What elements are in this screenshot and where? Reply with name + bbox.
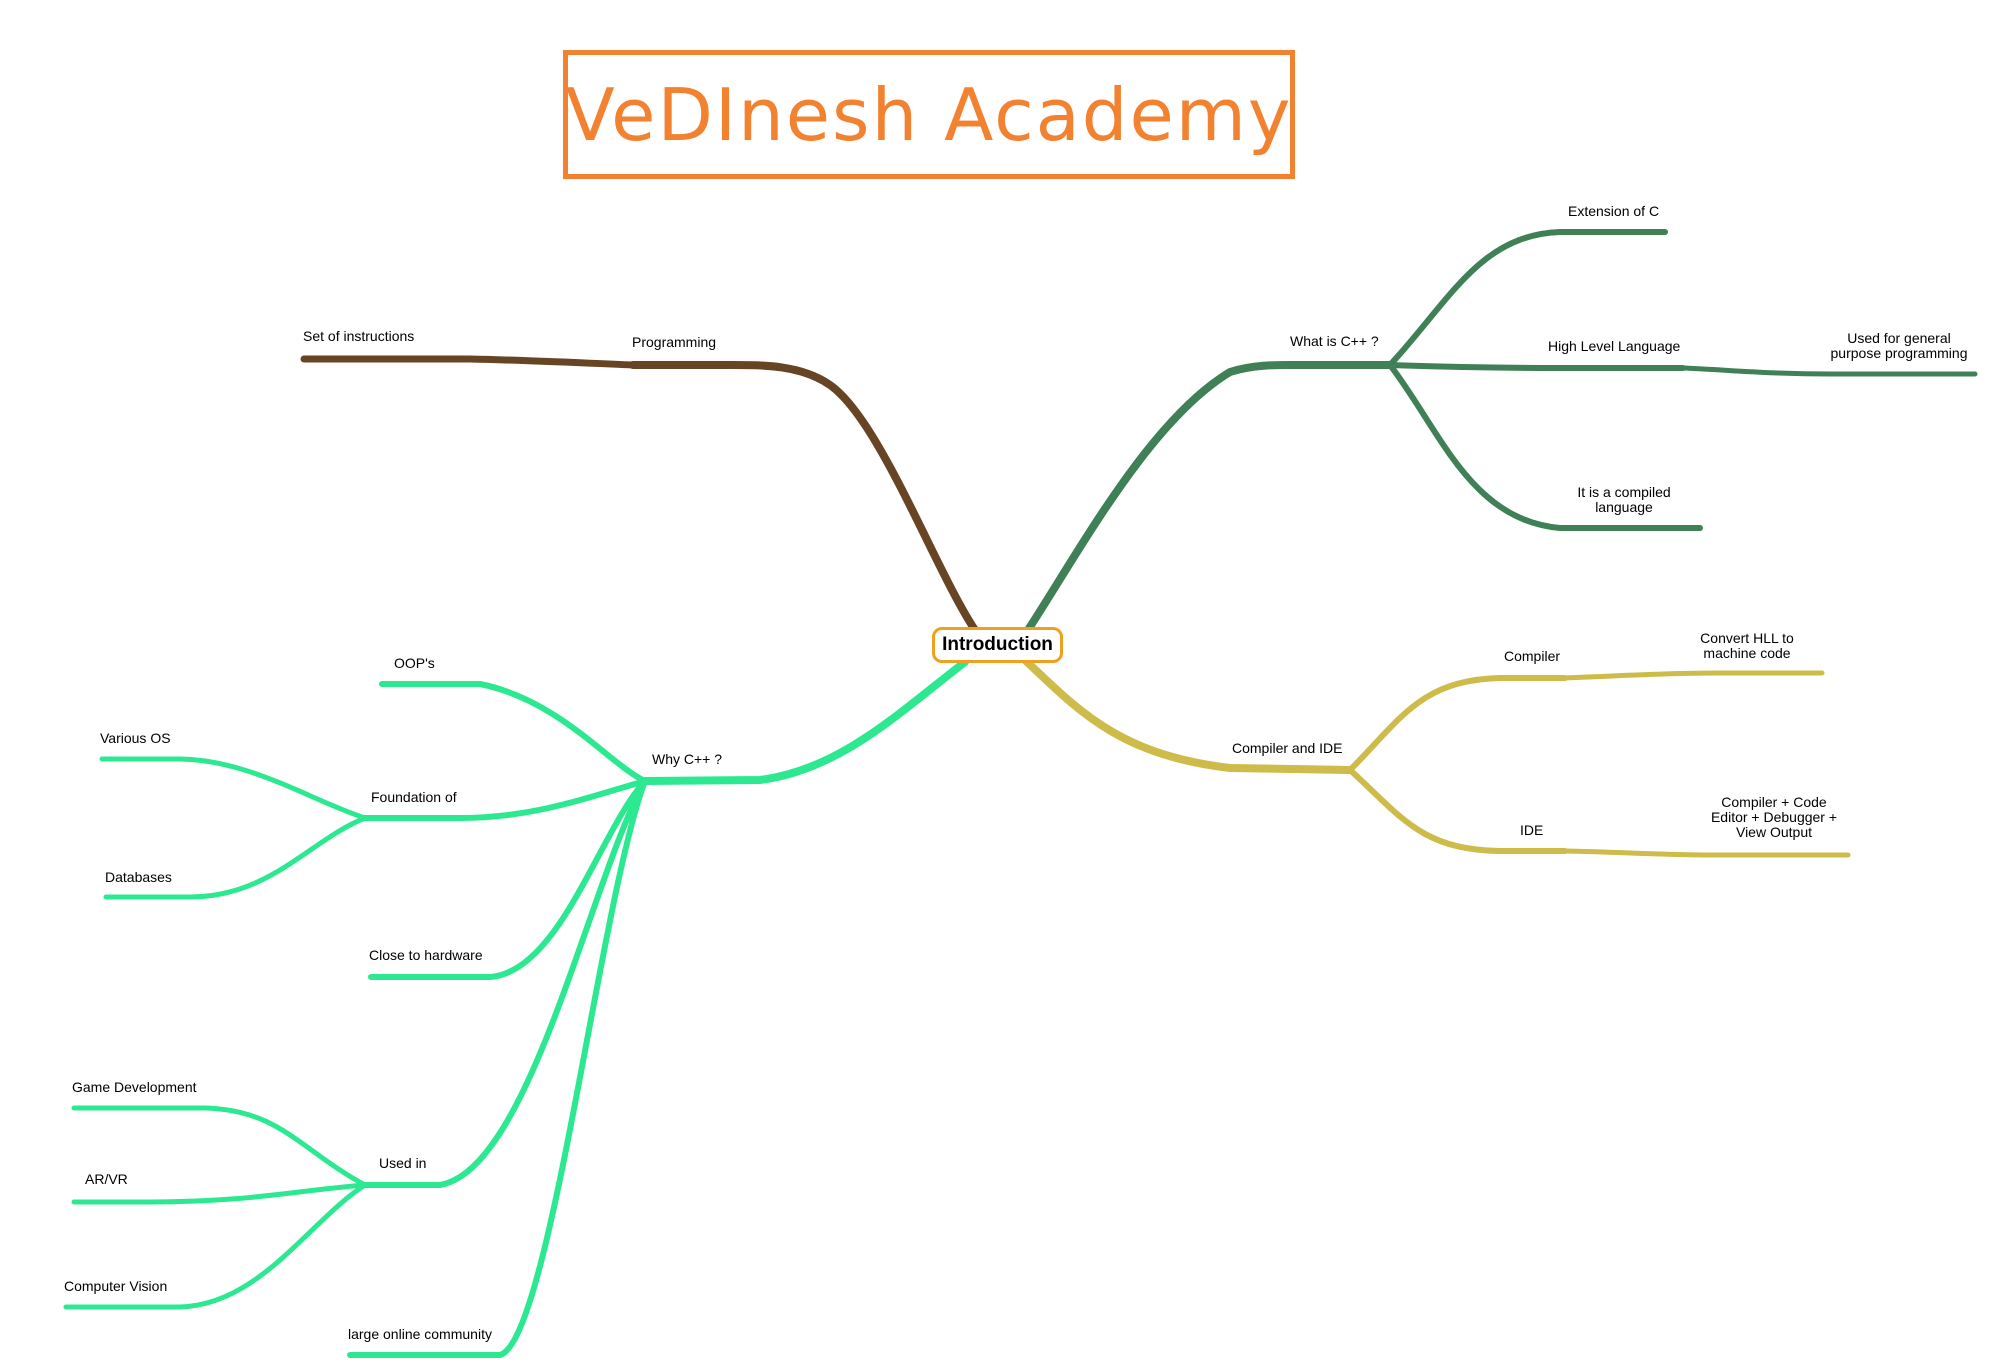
node-ide-description[interactable]: Compiler + Code Editor + Debugger + View… [1692,795,1856,840]
edge-why-usedin [362,778,648,1188]
title-text: VeDInesh Academy [565,72,1293,157]
edge-whatis-compiled [1387,362,1703,531]
edge-highlevel-generalpurpose [1680,365,1978,377]
edge-compiler-convert [1562,670,1825,681]
node-used-in[interactable]: Used in [379,1155,427,1171]
edge-whatis-highlevel [1387,362,1686,371]
node-ide-desc-line-3: View Output [1735,824,1812,840]
node-ide-desc-line-2: Editor + Debugger + [1710,809,1838,825]
node-why-cpp[interactable]: Why C++ ? [652,751,723,767]
edge-usedin-cv [63,1182,368,1310]
branch-compiler-ide [1021,656,1851,858]
edge-center-why [641,658,969,785]
node-general-purpose[interactable]: Used for general purpose programming [1818,331,1980,361]
node-various-os[interactable]: Various OS [100,730,171,746]
node-high-level-language[interactable]: High Level Language [1548,338,1681,354]
edge-usedin-arvr [71,1182,368,1205]
node-large-online-community[interactable]: large online community [348,1326,492,1342]
node-databases[interactable]: Databases [105,869,172,885]
edge-compileride-ide [1347,767,1568,854]
node-game-development[interactable]: Game Development [72,1079,197,1095]
edge-programming-instructions [300,355,637,369]
branch-why-cpp [63,658,969,1358]
node-general-purpose-line-1: Used for general [1847,330,1951,346]
branch-programming [300,355,979,634]
node-compiler[interactable]: Compiler [1504,648,1561,664]
node-what-is-cpp[interactable]: What is C++ ? [1290,333,1379,349]
branch-what-is-cpp [1024,229,1978,634]
node-general-purpose-line-2: purpose programming [1830,345,1968,361]
node-compiled-line-1: It is a compiled [1577,484,1671,500]
node-compiled-line-2: language [1595,499,1653,515]
node-foundation-of[interactable]: Foundation of [371,789,457,805]
node-convert-hll[interactable]: Convert HLL to machine code [1680,631,1814,661]
node-programming[interactable]: Programming [632,334,717,350]
edge-why-hardware [368,778,648,980]
edge-usedin-game [71,1105,368,1188]
edge-center-programming [629,360,979,634]
node-ide[interactable]: IDE [1520,822,1544,838]
node-compiler-and-ide[interactable]: Compiler and IDE [1232,740,1343,756]
node-convert-line-1: Convert HLL to [1700,630,1794,646]
edge-ide-desc [1562,848,1851,858]
edge-whatis-extension [1387,229,1668,368]
title-box: VeDInesh Academy [563,50,1295,179]
edge-foundation-os [99,756,368,821]
center-node[interactable]: Introduction [932,627,1063,663]
node-compiled-language[interactable]: It is a compiled language [1560,485,1688,515]
node-set-of-instructions[interactable]: Set of instructions [303,328,415,344]
edge-compileride-compiler [1347,675,1568,773]
edge-center-whatis [1024,360,1394,634]
node-oops[interactable]: OOP's [394,655,435,671]
node-extension-of-c[interactable]: Extension of C [1568,203,1660,219]
edge-center-compileride [1021,656,1354,774]
node-convert-line-2: machine code [1703,645,1791,661]
edge-why-community [347,778,648,1358]
node-computer-vision[interactable]: Computer Vision [64,1278,168,1294]
node-close-to-hardware[interactable]: Close to hardware [369,947,483,963]
node-ar-vr[interactable]: AR/VR [85,1171,128,1187]
edge-why-foundation [362,778,648,821]
node-ide-desc-line-1: Compiler + Code [1721,794,1827,810]
edge-why-oops [379,681,648,784]
edge-foundation-databases [103,815,368,900]
